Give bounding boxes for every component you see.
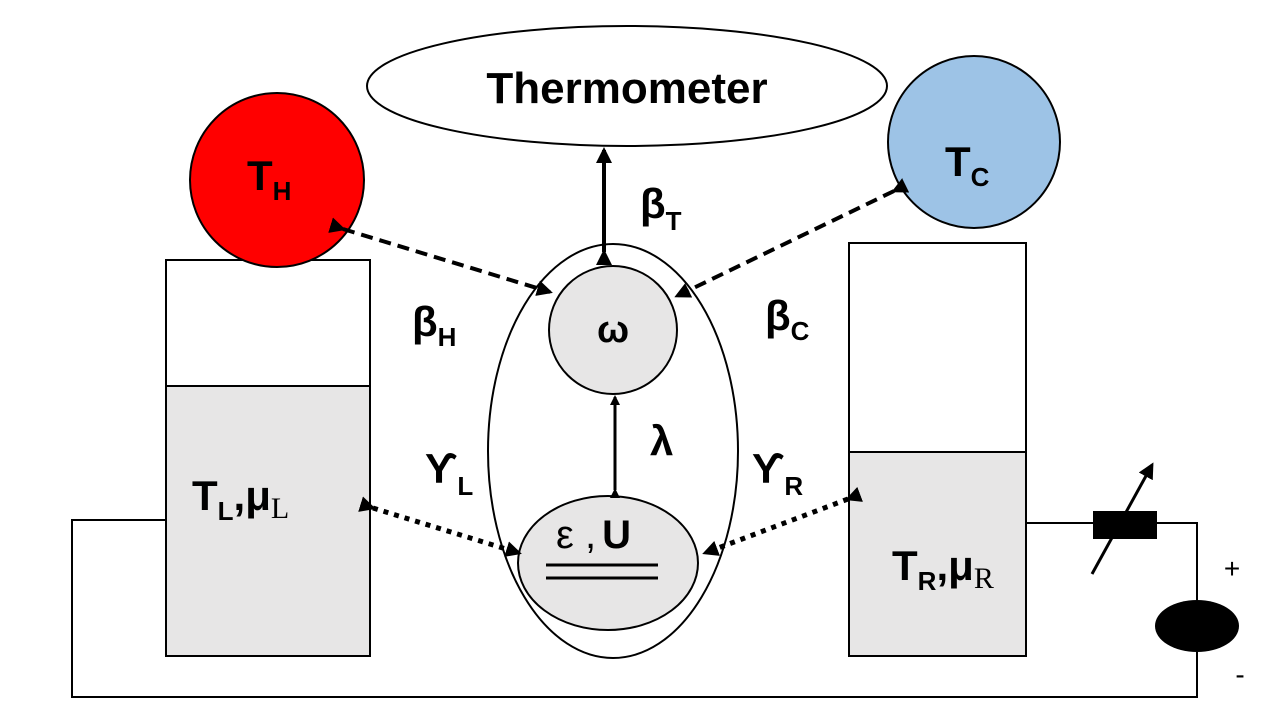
cold-bath-label: TC: [945, 138, 990, 192]
left-lead-label: TL,μL: [192, 472, 289, 526]
system-enclosure: [487, 243, 739, 659]
gamma-l-label: ϒL: [425, 445, 473, 501]
lambda-label: λ: [650, 417, 673, 464]
oscillator: [548, 265, 678, 395]
battery-minus: -: [1235, 659, 1244, 690]
left-lead-filled: [165, 385, 371, 657]
thermometer-label: Thermometer: [486, 64, 767, 113]
beta-t-label: βT: [640, 180, 682, 236]
gamma-l-arrow: [358, 496, 522, 557]
hot-bath-label: TH: [247, 152, 291, 206]
beta-h-arrow: [328, 217, 553, 296]
battery: [1155, 600, 1239, 652]
beta-h-label: βH: [412, 298, 456, 352]
quantum-dot: [517, 495, 699, 631]
circuit-wire-left: [71, 519, 1198, 698]
gamma-r-label: ϒR: [752, 445, 803, 501]
gamma-r-arrow: [702, 486, 863, 556]
hot-bath: [189, 92, 365, 268]
right-lead-empty: [848, 242, 1027, 453]
beta-c-arrow: [674, 178, 910, 298]
variable-resistor-arrow: [1090, 462, 1154, 575]
dot-label: ε ,U: [556, 513, 631, 557]
right-lead-label: TR,μR: [892, 542, 994, 596]
battery-plus: +: [1224, 553, 1240, 584]
left-lead-empty: [165, 259, 371, 387]
oscillator-label: ω: [597, 309, 629, 351]
beta-c-label: βC: [765, 292, 810, 346]
thermometer: [366, 25, 888, 147]
cold-bath: [887, 55, 1061, 229]
